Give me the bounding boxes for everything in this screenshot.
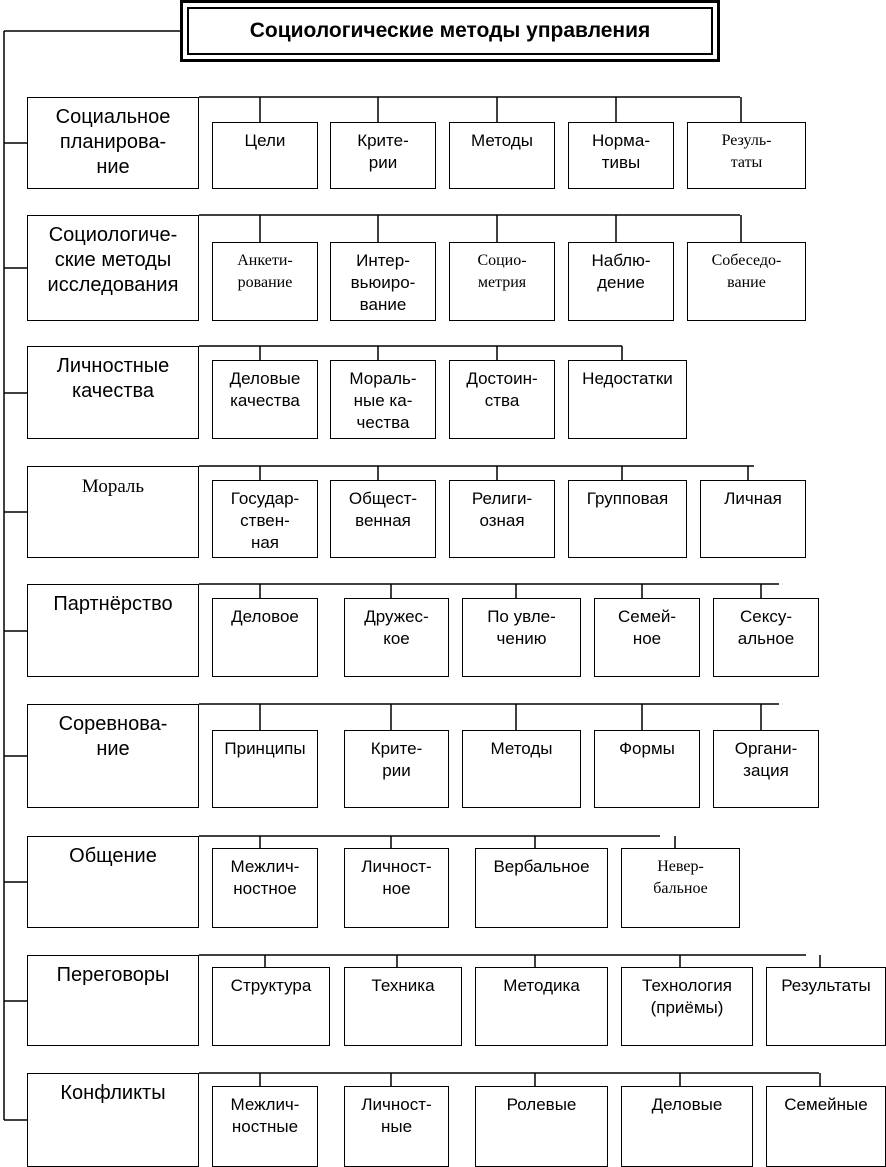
item-box: Межлич- ностное: [212, 848, 318, 928]
item-box: Невер- бальное: [621, 848, 740, 928]
item-box: Цели: [212, 122, 318, 189]
item-box: Семей- ное: [594, 598, 700, 677]
item-box: Вербальное: [475, 848, 608, 928]
item-box: Религи- озная: [449, 480, 555, 558]
item-box: Деловые качества: [212, 360, 318, 439]
title-box: Социологические методы управления: [180, 0, 720, 62]
category-box: Общение: [27, 836, 199, 928]
item-box: Норма- тивы: [568, 122, 674, 189]
item-box: Недостатки: [568, 360, 687, 439]
category-box: Личностные качества: [27, 346, 199, 439]
category-box: Переговоры: [27, 955, 199, 1046]
category-box: Партнёрство: [27, 584, 199, 677]
item-box: Органи- зация: [713, 730, 819, 808]
item-box: Межлич- ностные: [212, 1086, 318, 1167]
category-box: Соревнова- ние: [27, 704, 199, 808]
item-box: Резуль- таты: [687, 122, 806, 189]
item-box: Формы: [594, 730, 700, 808]
item-box: Наблю- дение: [568, 242, 674, 321]
item-box: Принципы: [212, 730, 318, 808]
category-box: Социологиче- ские методы исследования: [27, 215, 199, 321]
item-box: Техника: [344, 967, 462, 1046]
item-box: Социо- метрия: [449, 242, 555, 321]
category-box: Мораль: [27, 466, 199, 558]
item-box: Общест- венная: [330, 480, 436, 558]
item-box: Крите- рии: [344, 730, 449, 808]
item-box: Технология (приёмы): [621, 967, 753, 1046]
item-box: Интер- вьюиро- вание: [330, 242, 436, 321]
item-box: Крите- рии: [330, 122, 436, 189]
item-box: Групповая: [568, 480, 687, 558]
item-box: Деловое: [212, 598, 318, 677]
category-box: Конфликты: [27, 1073, 199, 1167]
item-box: Собеседо- вание: [687, 242, 806, 321]
item-box: Дружес- кое: [344, 598, 449, 677]
category-box: Социальное планирова- ние: [27, 97, 199, 189]
item-box: По увле- чению: [462, 598, 581, 677]
item-box: Личност- ные: [344, 1086, 449, 1167]
item-box: Методы: [449, 122, 555, 189]
item-box: Анкети- рование: [212, 242, 318, 321]
diagram-title: Социологические методы управления: [187, 7, 713, 55]
item-box: Мораль- ные ка- чества: [330, 360, 436, 439]
item-box: Семейные: [766, 1086, 886, 1167]
item-box: Достоин- ства: [449, 360, 555, 439]
item-box: Методика: [475, 967, 608, 1046]
item-box: Методы: [462, 730, 581, 808]
item-box: Результаты: [766, 967, 886, 1046]
item-box: Личност- ное: [344, 848, 449, 928]
item-box: Деловые: [621, 1086, 753, 1167]
item-box: Личная: [700, 480, 806, 558]
item-box: Структура: [212, 967, 330, 1046]
item-box: Государ- ствен- ная: [212, 480, 318, 558]
item-box: Ролевые: [475, 1086, 608, 1167]
item-box: Сексу- альное: [713, 598, 819, 677]
